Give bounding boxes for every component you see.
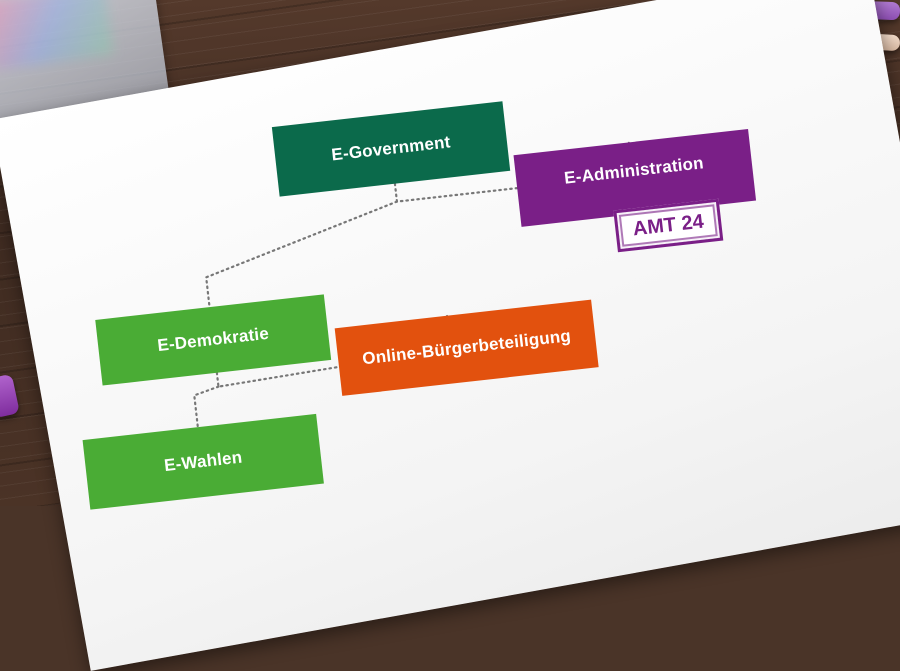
node-e-government-label: E-Government (330, 132, 452, 165)
connector-demo-wahl (193, 385, 220, 429)
node-e-demokratie-label: E-Demokratie (156, 323, 270, 356)
amt24-stamp-label: AMT 24 (631, 210, 705, 240)
node-e-administration-label: E-Administration (563, 153, 705, 188)
org-diagram: E-Government E-Administration AMT 24 E-D… (82, 101, 757, 510)
connector-gov-demo (205, 200, 399, 309)
node-online-buergerbeteiligung-label: Online-Bürgerbeteiligung (361, 326, 572, 369)
node-e-wahlen-label: E-Wahlen (163, 447, 244, 476)
